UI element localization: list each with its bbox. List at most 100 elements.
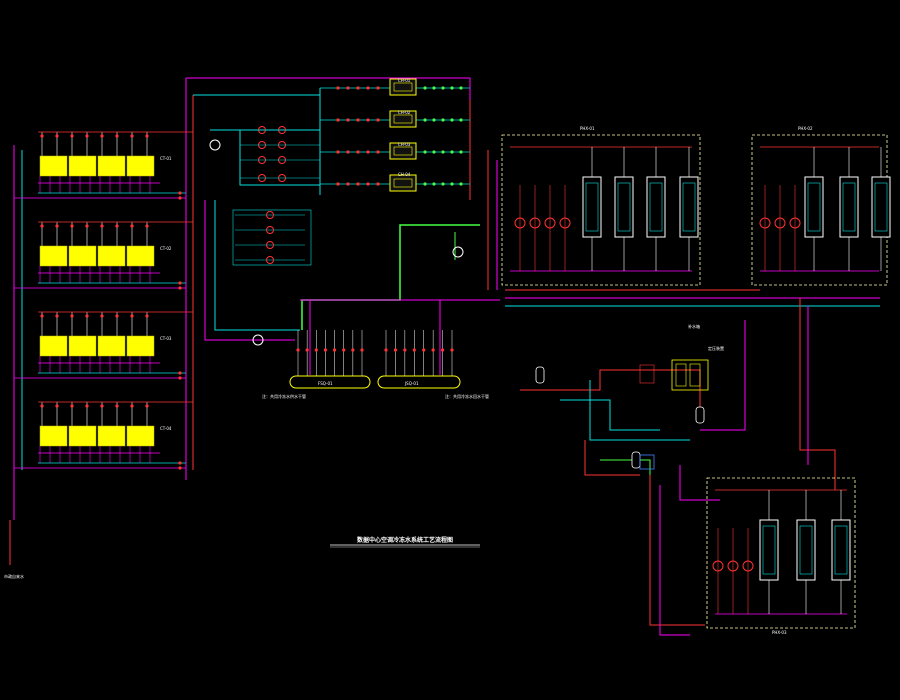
tower-cell <box>68 335 97 357</box>
valve-icon <box>323 348 328 352</box>
valve-icon <box>305 348 309 352</box>
pump-icon <box>266 256 274 264</box>
phx-plate <box>799 525 813 575</box>
phx-plate <box>649 182 663 232</box>
valve-icon <box>130 134 134 138</box>
valve-icon <box>336 150 340 154</box>
tower-cell <box>68 155 97 177</box>
tower-cell <box>126 155 155 177</box>
note-return: 注：共用冷冻水回水干管 <box>445 393 489 399</box>
valve-icon <box>85 224 89 228</box>
valve-icon <box>450 150 454 154</box>
phx-plate <box>874 182 888 232</box>
valve-icon <box>356 86 360 90</box>
valve-icon <box>441 118 445 122</box>
phx-tag-3: PHX-03 <box>772 630 787 635</box>
make-up-label: 补水箱 <box>688 323 700 329</box>
valve-icon <box>70 134 74 138</box>
valve-icon <box>40 314 44 318</box>
valve-icon <box>384 348 388 352</box>
tower-cell <box>39 425 68 447</box>
phx-tag-1: PHX-01 <box>580 126 595 131</box>
valve-icon <box>366 86 370 90</box>
header-body <box>377 375 461 389</box>
valve-icon <box>70 314 74 318</box>
source-label: 市政自来水 <box>4 573 24 579</box>
valve-icon <box>115 314 119 318</box>
phx-plate <box>807 182 821 232</box>
phx-group-1 <box>501 134 701 286</box>
tower-cell <box>39 245 68 267</box>
chiller-4 <box>320 174 470 192</box>
phx-group-2 <box>751 134 891 286</box>
valve-icon <box>178 196 182 200</box>
valve-icon <box>178 376 182 380</box>
valve-icon <box>85 314 89 318</box>
pump-icon <box>266 211 274 219</box>
pump-icon <box>266 226 274 234</box>
chiller-2 <box>320 110 470 128</box>
valve-icon <box>115 134 119 138</box>
valve-icon <box>40 134 44 138</box>
valve-icon <box>178 191 182 195</box>
valve-icon <box>440 348 445 352</box>
valve-icon <box>336 182 340 186</box>
make-up-tank-inner <box>689 363 701 387</box>
valve-icon <box>55 224 59 228</box>
valve-icon <box>332 348 337 352</box>
cooling-tower-group <box>14 131 193 470</box>
valve-icon <box>130 404 134 408</box>
bottom-drop-2 <box>659 485 690 636</box>
expansion-label: 定压装置 <box>708 345 724 351</box>
phx-plate <box>834 525 848 575</box>
valve-icon <box>423 118 427 122</box>
make-up-tank-inner <box>675 363 687 387</box>
chiller-inner <box>393 82 413 92</box>
valve-icon <box>346 150 350 154</box>
header-group <box>289 330 461 389</box>
control-box <box>639 364 655 384</box>
chiller-inner <box>393 146 413 156</box>
valve-icon <box>366 182 370 186</box>
valve-icon <box>55 134 59 138</box>
phx-tag-2: PHX-02 <box>798 126 813 131</box>
valve-icon <box>366 150 370 154</box>
valve-icon <box>422 348 426 352</box>
valve-icon <box>346 182 350 186</box>
plate-heat-exchanger-group <box>501 134 891 629</box>
chiller-inner <box>393 114 413 124</box>
valve-icon <box>100 134 104 138</box>
valve-icon <box>432 182 436 186</box>
valve-icon <box>431 348 435 352</box>
vessel-icon <box>631 451 641 469</box>
tower-cell <box>97 245 126 267</box>
chiller-inner <box>393 178 413 188</box>
valve-icon <box>450 182 454 186</box>
valve-icon <box>145 134 149 138</box>
cooling-tower-1 <box>14 131 193 200</box>
tower-tag-4: CT-04 <box>160 426 172 431</box>
phx-plate <box>617 182 631 232</box>
valve-icon <box>336 118 340 122</box>
tower-cell <box>39 155 68 177</box>
header-body <box>289 375 371 389</box>
phx-frame <box>706 477 856 629</box>
valve-icon <box>450 348 454 352</box>
valve-icon <box>376 182 380 186</box>
chiller-1 <box>320 78 470 96</box>
misc-equipment <box>209 126 709 470</box>
valve-icon <box>85 134 89 138</box>
tower-cell <box>39 335 68 357</box>
valve-icon <box>351 348 355 352</box>
valve-icon <box>441 150 445 154</box>
valve-icon <box>459 182 463 186</box>
pump-block-frame <box>232 209 312 266</box>
valve-icon <box>346 86 350 90</box>
header-2 <box>377 330 461 389</box>
valve-icon <box>432 86 436 90</box>
valve-icon <box>55 404 59 408</box>
cooling-tower-2 <box>14 221 193 290</box>
chiller-tag-2: CH-02 <box>398 110 411 115</box>
valve-icon <box>85 404 89 408</box>
mid-loop-4 <box>589 380 690 441</box>
